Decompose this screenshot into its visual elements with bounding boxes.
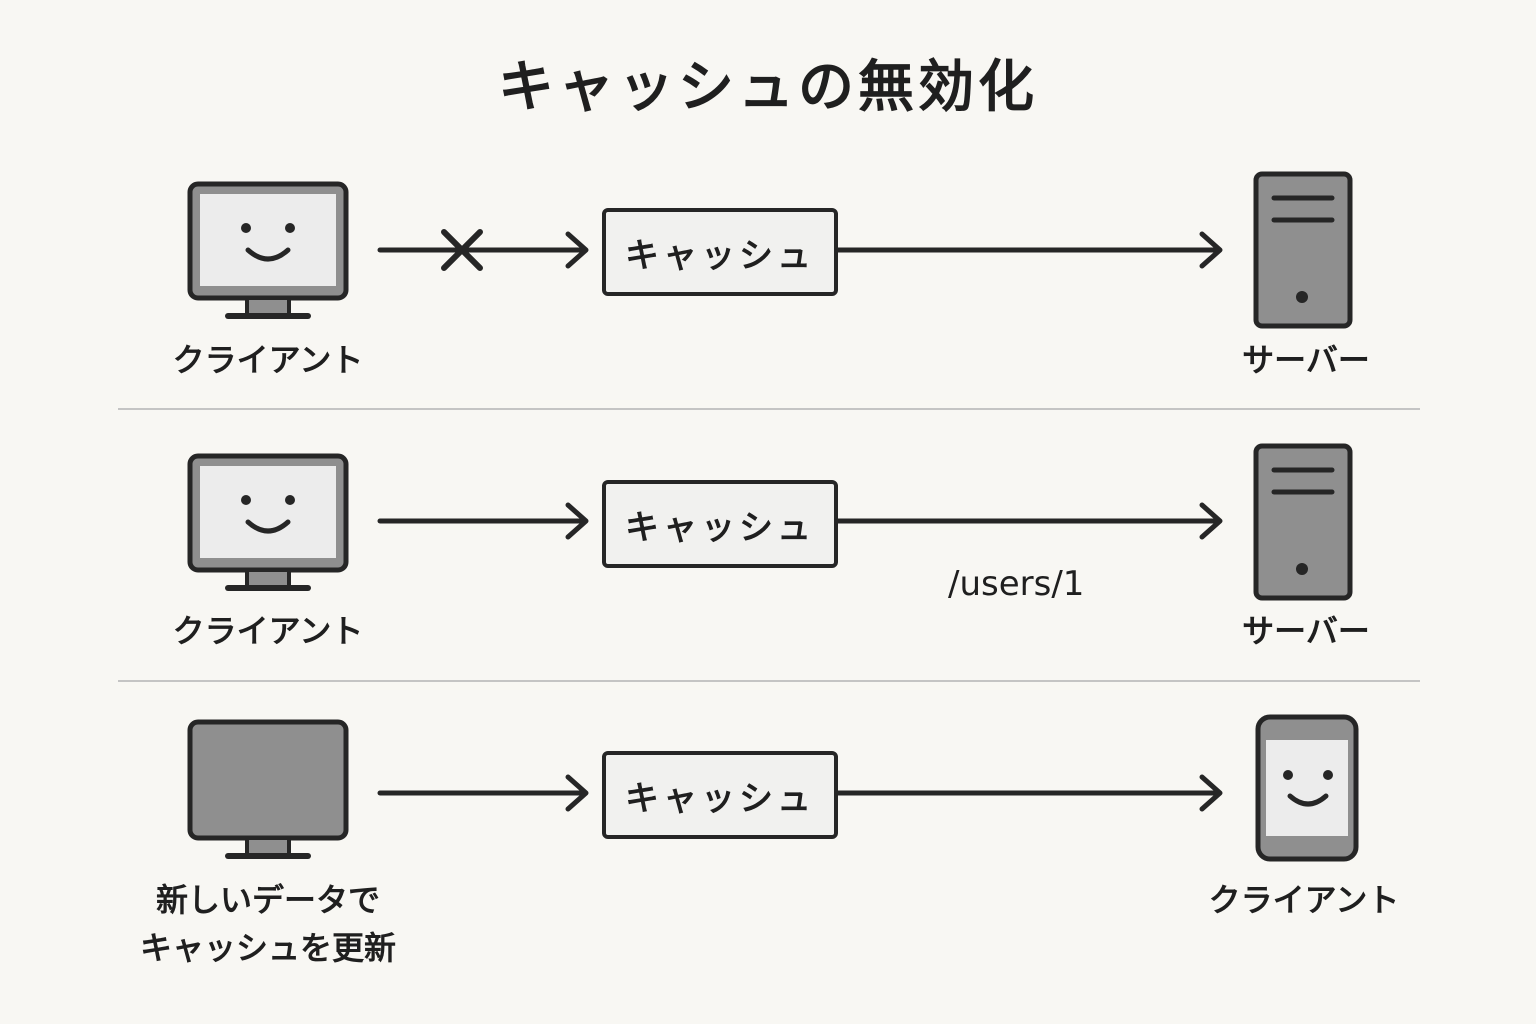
client-label: クライアント xyxy=(172,341,364,379)
monitor-smiley-icon xyxy=(187,181,349,319)
monitor-blank-icon xyxy=(187,719,349,859)
forward-arrow-row3 xyxy=(835,774,1223,812)
phone-smiley-icon xyxy=(1255,714,1359,862)
update-cache-label-line2: キャッシュを更新 xyxy=(139,929,396,967)
cache-box: キャッシュ xyxy=(602,751,838,839)
cache-label: キャッシュ xyxy=(625,778,815,819)
path-label: /users/1 xyxy=(948,564,1085,604)
monitor-smiley-icon xyxy=(187,453,349,591)
row-divider xyxy=(118,408,1420,410)
cache-label: キャッシュ xyxy=(625,235,815,276)
server-label: サーバー xyxy=(1242,612,1370,650)
update-cache-label-line1: 新しいデータで xyxy=(155,881,380,919)
client-label: クライアント xyxy=(172,612,364,650)
forward-arrow-row2 xyxy=(835,502,1223,540)
diagram-title: キャッシュの無効化 xyxy=(498,55,1038,120)
row-divider xyxy=(118,680,1420,682)
server-label: サーバー xyxy=(1242,341,1370,379)
cache-label: キャッシュ xyxy=(625,507,815,548)
cache-box: キャッシュ xyxy=(602,208,838,296)
request-arrow-row2 xyxy=(377,502,589,540)
client-label: クライアント xyxy=(1208,881,1400,919)
forward-arrow-row1 xyxy=(835,231,1223,269)
update-cache-label: 新しいデータで キャッシュを更新 xyxy=(110,876,426,972)
request-arrow-row1 xyxy=(377,231,589,269)
cache-box: キャッシュ xyxy=(602,480,838,568)
request-arrow-row3 xyxy=(377,774,589,812)
x-mark-icon xyxy=(441,229,483,271)
server-tower-icon xyxy=(1253,443,1353,601)
server-tower-icon xyxy=(1253,171,1353,329)
